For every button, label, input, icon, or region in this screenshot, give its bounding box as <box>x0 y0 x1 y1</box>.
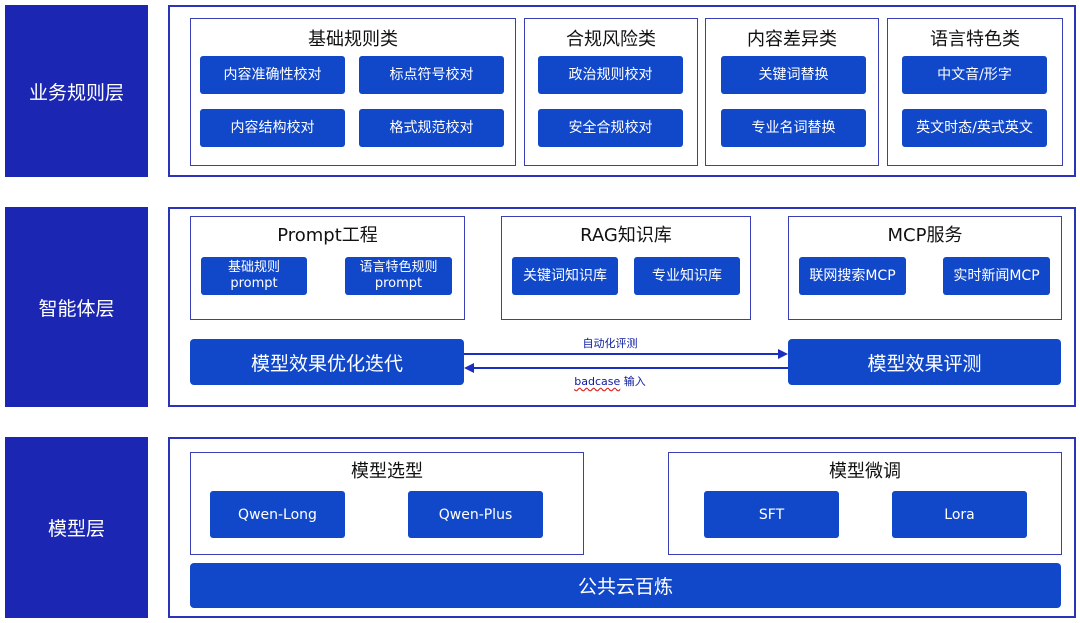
public-cloud-bailian-bar[interactable]: 公共云百炼 <box>190 563 1061 608</box>
chip-term-replace[interactable]: 专业名词替换 <box>721 109 866 147</box>
chip-basic-rules-prompt[interactable]: 基础规则 prompt <box>201 257 307 295</box>
group-title: 语言特色类 <box>930 29 1020 50</box>
input-text: 输入 <box>620 375 646 388</box>
chip-lora[interactable]: Lora <box>892 491 1027 538</box>
chip-professional-kb[interactable]: 专业知识库 <box>634 257 740 295</box>
arrow-top-label: 自动化评测 <box>582 337 638 350</box>
badcase-text: badcase <box>574 375 621 388</box>
chip-qwen-plus[interactable]: Qwen-Plus <box>408 491 543 538</box>
chip-line1: 基础规则 <box>227 260 280 275</box>
group-title: Prompt工程 <box>277 225 378 246</box>
chip-chinese-homophones[interactable]: 中文音/形字 <box>902 56 1047 94</box>
chip-line2: prompt <box>374 276 423 291</box>
layer-label-business: 业务规则层 <box>5 5 148 177</box>
arrow-right-head <box>778 349 788 359</box>
chip-keyword-kb[interactable]: 关键词知识库 <box>512 257 618 295</box>
group-title: RAG知识库 <box>580 225 672 246</box>
chip-keyword-replace[interactable]: 关键词替换 <box>721 56 866 94</box>
chip-security-compliance[interactable]: 安全合规校对 <box>538 109 683 147</box>
chip-format-spec[interactable]: 格式规范校对 <box>359 109 504 147</box>
group-title: 模型微调 <box>829 461 901 482</box>
layer-label-agent: 智能体层 <box>5 207 148 407</box>
group-title: 模型选型 <box>351 461 423 482</box>
chip-punctuation[interactable]: 标点符号校对 <box>359 56 504 94</box>
chip-language-rules-prompt[interactable]: 语言特色规则 prompt <box>345 257 452 295</box>
chip-political-rules[interactable]: 政治规则校对 <box>538 56 683 94</box>
bidirectional-arrow-icon <box>464 349 788 373</box>
chip-english-tense[interactable]: 英文时态/英式英文 <box>902 109 1047 147</box>
chip-content-structure[interactable]: 内容结构校对 <box>200 109 345 147</box>
group-title: 内容差异类 <box>747 29 837 50</box>
model-optimization-bar[interactable]: 模型效果优化迭代 <box>190 339 464 385</box>
chip-content-accuracy[interactable]: 内容准确性校对 <box>200 56 345 94</box>
group-title: 合规风险类 <box>566 29 656 50</box>
model-evaluation-bar[interactable]: 模型效果评测 <box>788 339 1061 385</box>
chip-web-search-mcp[interactable]: 联网搜索MCP <box>799 257 906 295</box>
layer-label-model: 模型层 <box>5 437 148 618</box>
chip-line1: 语言特色规则 <box>359 260 438 275</box>
group-title: 基础规则类 <box>308 29 398 50</box>
chip-line2: prompt <box>230 276 278 291</box>
chip-sft[interactable]: SFT <box>704 491 839 538</box>
chip-realtime-news-mcp[interactable]: 实时新闻MCP <box>943 257 1050 295</box>
group-title: MCP服务 <box>887 225 963 246</box>
arrow-bottom-label: badcase 输入 <box>540 373 680 389</box>
arrow-left-head <box>464 363 474 373</box>
chip-qwen-long[interactable]: Qwen-Long <box>210 491 345 538</box>
